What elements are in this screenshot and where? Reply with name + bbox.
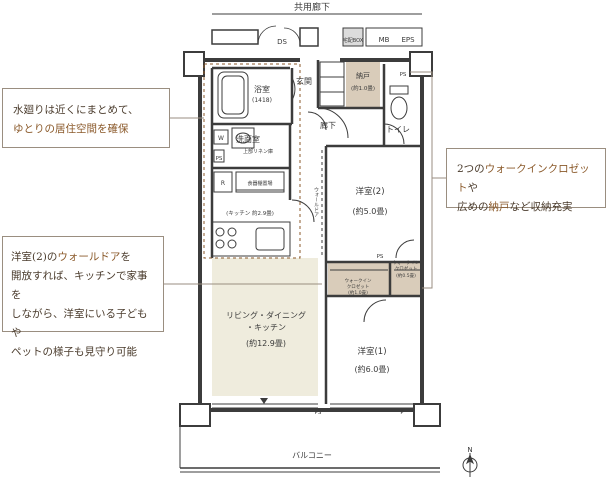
storage-note-text: 2つの [457,163,485,175]
water-note-line2: ゆとりの居住空間を確保 [13,120,159,139]
water-note-highlight: ゆとりの居住空間を [13,123,108,135]
wic-b-line3: (約1.0畳) [348,289,368,296]
delivery-box-label: 宅配BOX [343,37,364,44]
door-note-line4: ペットの様子も見守り可能 [11,346,137,358]
ds-label: DS [277,38,287,46]
water-note: 水廻りは近くにまとめて、 ゆとりの居住空間を確保 [2,88,170,148]
room1-label: 洋室(1) [357,346,386,357]
wic-area [328,262,422,296]
leader-lines [164,71,446,289]
ldk-label-2: ・キッチン [246,323,286,332]
corridor-walls [211,13,423,47]
toilet-label: トイレ [386,125,410,134]
ldk-size: (約12.9畳) [246,338,286,348]
hallway-label: 廊下 [320,120,336,130]
washroom-label: 洗面室 [236,134,260,144]
fixtures [179,61,440,473]
storage-note-highlight: ウォークインクロゼット [457,163,590,194]
p-bottom-label: P [400,410,404,416]
columns [179,51,441,427]
dish-storage-label: 食器棚置場 [247,180,272,187]
door-note-highlight: ウォールドア [57,251,121,263]
room2-label: 洋室(2) [355,186,384,197]
storage-note: 2つのウォークインクロゼットや 広めの納戸など収納充実 [446,148,606,213]
linen-label: 上部リネン庫 [243,148,273,155]
room2-size: (約5.0畳) [353,206,388,216]
entrance-arrow [260,398,268,404]
mb-label: MB [379,36,390,44]
bathroom-size: (1418) [252,97,272,104]
wic-a-line1: ウォークイン [393,259,420,266]
storage-note-text: 広めの [457,201,489,213]
storage-note-text: など収納充実 [509,201,573,213]
wall-door-note: 洋室(2)のウォールドアを 開放すれば、キッチンで家事を しながら、洋室にいる子… [2,236,164,358]
door-note-line1: 洋室(2)のウォールドアを [11,248,155,267]
bathroom-label: 浴室 [254,84,270,94]
door-note-text: 洋室(2)の [11,251,58,263]
storage-note-highlight: 納戸 [488,201,510,213]
wic-b-line2: クロゼット [347,283,370,290]
ps-top-label: PS [400,72,407,78]
wic-b-line1: ウォークイン [345,277,372,284]
eps-label: EPS [401,36,415,44]
storage-note-text: や [467,182,479,194]
water-note-highlight-2: 確保 [107,123,129,135]
storage-note-line1: 2つのウォークインクロゼットや [457,160,595,198]
wic-a-line3: (約0.5畳) [396,272,416,279]
ldk-area [212,258,318,396]
door-note-line2: 開放すれば、キッチンで家事を [11,270,148,301]
wall-door-label: ウォールドア [313,186,319,217]
storeroom-area [346,62,380,108]
washer-label: W [218,135,224,142]
storeroom-label: 納戸 [356,71,370,80]
water-area-outline [203,63,301,259]
wic-a-line2: クロゼット [395,265,418,272]
storage-note-line2: 広めの納戸など収納充実 [457,198,595,217]
refrigerator-label: R [221,180,225,187]
ps-wash-label: PS [216,156,223,162]
ps-bottom-label: PS [315,410,322,416]
ps-wic-label: PS [377,254,384,260]
north-label: N [467,446,472,454]
storeroom-size: (約1.0畳) [351,84,375,92]
entrance-label: 玄関 [296,76,312,86]
door-note-line3: しながら、洋室にいる子どもや [11,308,148,339]
door-note-text: を [120,251,131,263]
water-note-line1: 水廻りは近くにまとめて、 [13,104,139,116]
kitchen-label: (キッチン 約2.9畳) [226,209,274,217]
ldk-label-1: リビング・ダイニング [226,310,306,320]
north-arrow-icon [462,453,478,477]
room1-size: (約6.0畳) [355,364,390,374]
corridor-label: 共用廊下 [294,1,330,13]
balcony-label: バルコニー [292,451,332,460]
